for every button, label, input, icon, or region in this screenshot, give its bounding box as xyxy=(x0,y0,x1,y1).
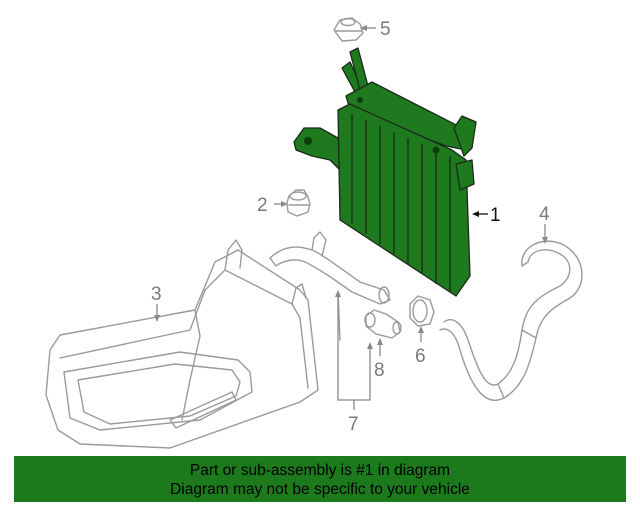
parts-diagram: 1 2 3 4 5 6 7 8 xyxy=(45,17,583,449)
callout-5: 5 xyxy=(380,19,391,40)
part-1-oil-cooler[interactable] xyxy=(293,47,477,297)
callout-1: 1 xyxy=(490,205,501,226)
part-8-fitting[interactable] xyxy=(364,309,402,339)
banner-line-2: Diagram may not be specific to your vehi… xyxy=(170,481,470,498)
callout-2: 2 xyxy=(257,195,268,216)
banner-line-1: Part or sub-assembly is #1 in diagram xyxy=(189,462,451,479)
callout-6: 6 xyxy=(415,346,426,367)
info-banner: Part or sub-assembly is #1 in diagram Di… xyxy=(14,456,626,502)
part-4-hose[interactable] xyxy=(439,240,583,401)
leader-7 xyxy=(337,292,371,401)
part-5-cap[interactable] xyxy=(333,17,364,42)
part-6-clamp[interactable] xyxy=(409,295,435,327)
part-2-grommet[interactable] xyxy=(286,189,311,217)
callout-4: 4 xyxy=(539,204,550,225)
callout-7: 7 xyxy=(348,414,359,435)
part-3-deflector[interactable] xyxy=(45,239,319,449)
callout-8: 8 xyxy=(374,360,385,381)
callout-3: 3 xyxy=(151,284,162,305)
part-7-hose-assembly[interactable] xyxy=(269,231,391,341)
